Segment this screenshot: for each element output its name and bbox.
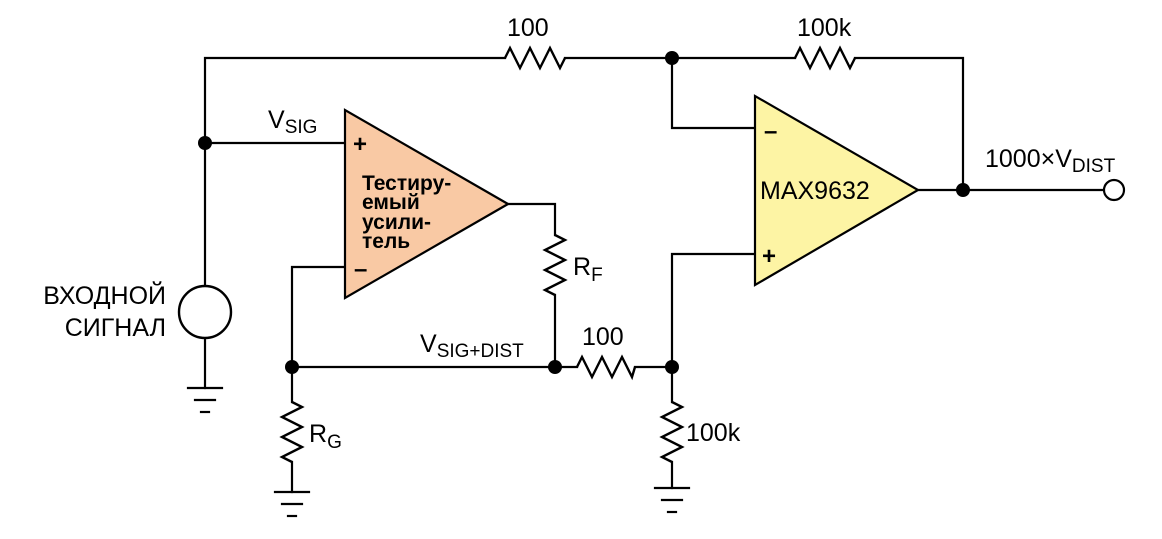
label-input-line2: СИГНАЛ — [65, 314, 166, 342]
ground-rg — [273, 490, 311, 518]
resistor-rg — [279, 400, 305, 464]
junction-vsig — [198, 136, 212, 150]
label-rf-sub: F — [591, 265, 603, 286]
max9632-amplifier — [753, 94, 921, 287]
junction-sig-dist — [548, 360, 562, 374]
label-r-top: 100 — [507, 14, 549, 42]
junction-max-plus — [665, 360, 679, 374]
wire-fb-right — [853, 56, 965, 192]
label-output-main: 1000×V — [985, 145, 1072, 173]
wire-max-plus — [670, 252, 757, 404]
label-rf-main: R — [573, 253, 591, 281]
junction-dots — [198, 51, 970, 374]
label-vsig-dist: VSIG+DIST — [420, 330, 524, 362]
resistor-100-top — [503, 45, 567, 71]
max9632-label: MAX9632 — [760, 177, 870, 205]
output-terminal — [1102, 178, 1126, 202]
label-vsig-main: V — [268, 106, 285, 134]
max-minus-sign: – — [764, 118, 777, 145]
resistor-100k-feedback — [793, 45, 857, 71]
ground-100k-bottom — [653, 486, 691, 514]
dut-label-line2: емый — [362, 191, 420, 214]
dut-label-line1: Тестиру- — [362, 172, 451, 195]
junction-max-minus — [665, 51, 679, 65]
wire-dut-minus — [290, 265, 347, 369]
dut-label-line4: тель — [362, 230, 410, 253]
label-vsig-sub: SIG — [285, 117, 318, 138]
label-input-line1: ВХОДНОЙ — [43, 280, 166, 310]
label-vsig-dist-main: V — [420, 330, 437, 358]
junction-max-output — [956, 183, 970, 197]
dut-amplifier — [343, 108, 511, 300]
max-plus-sign: + — [762, 243, 776, 270]
label-vsig-dist-sub: SIG+DIST — [437, 341, 524, 362]
dut-plus-sign: + — [353, 131, 367, 158]
label-r-mid: 100 — [582, 323, 624, 351]
label-rg-sub: G — [327, 432, 342, 453]
resistors — [279, 45, 857, 464]
dut-label-line3: усили- — [362, 211, 431, 234]
wire-dut-output — [506, 202, 557, 237]
label-output: 1000×VDIST — [985, 145, 1116, 177]
ground-source — [186, 386, 224, 414]
dut-minus-sign: – — [354, 256, 367, 283]
label-vsig: VSIG — [268, 106, 317, 138]
input-signal-source — [177, 284, 233, 340]
label-r-bottom: 100k — [686, 419, 741, 447]
wires — [203, 56, 1105, 494]
label-rf: RF — [573, 253, 603, 286]
resistor-100-mid — [575, 354, 637, 381]
junction-rg — [285, 360, 299, 374]
resistor-rf — [542, 233, 568, 297]
wire-top-left — [203, 56, 507, 307]
resistor-100k-bottom — [659, 400, 685, 464]
label-output-sub: DIST — [1072, 156, 1116, 177]
label-r-feedback: 100k — [797, 14, 852, 42]
label-rg: RG — [309, 420, 342, 453]
label-rg-main: R — [309, 420, 327, 448]
wire-max-minus — [670, 56, 757, 130]
